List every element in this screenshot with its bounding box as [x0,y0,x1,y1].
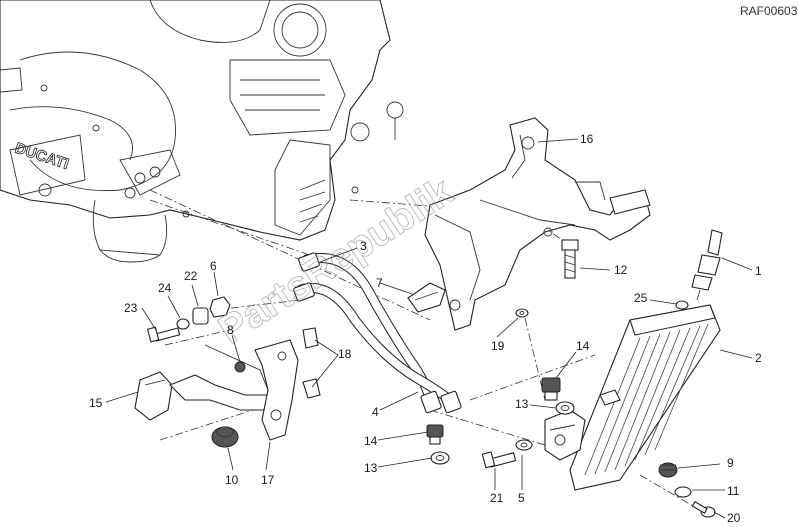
callout-5: 5 [518,491,525,505]
callout-3: 3 [360,239,367,253]
callout-12: 12 [614,263,628,277]
callout-25: 25 [634,291,648,305]
spacer-22 [192,307,209,325]
lower-bracket-assembly [134,327,321,448]
hose-fitting-left [426,424,450,465]
callout-24: 24 [158,281,172,295]
callout-2: 2 [755,351,762,365]
oil-hoses [293,252,462,414]
callout-9: 9 [727,456,734,470]
hose-fitting-right [541,377,575,415]
engine-block: DUCATI [0,0,404,263]
bolt-23 [146,326,181,343]
washer-24 [176,318,190,330]
callout-15: 15 [89,396,103,410]
oil-cooler-bracket [424,117,651,331]
callout-20: 20 [727,511,741,525]
callout-11: 11 [727,484,740,498]
diagram-code: RAF00603 [740,4,798,18]
oil-cooler-radiator [544,304,721,491]
screw-20 [691,501,716,518]
rubber-grommet-9 [658,462,678,478]
bolt-21 [481,451,517,469]
callout-13-left: 13 [364,461,378,475]
washer-5 [515,439,533,451]
callout-19: 19 [491,339,505,353]
nut-6 [209,296,231,318]
leader-lines [105,138,753,519]
callout-10: 10 [225,473,239,487]
callout-4: 4 [372,405,379,419]
callout-labels: 1 2 3 4 5 6 7 8 9 10 11 12 13 13 14 14 1… [89,132,762,525]
washer-11 [674,486,692,498]
washer-25 [675,300,689,310]
callout-13-right: 13 [515,397,529,411]
callout-8: 8 [227,323,234,337]
callout-14-right: 14 [576,339,590,353]
callout-6: 6 [210,259,217,273]
callout-16: 16 [580,132,594,146]
callout-1: 1 [755,264,762,278]
temperature-sensor [691,229,723,301]
callout-18: 18 [338,347,352,361]
callout-22: 22 [184,269,198,283]
bolt-12 [561,239,579,279]
callout-14-left: 14 [364,434,378,448]
callout-7: 7 [376,276,383,290]
washer-19 [515,308,529,318]
callout-17: 17 [261,473,275,487]
clamp-7 [407,282,446,313]
callout-21: 21 [490,491,504,505]
callout-23: 23 [124,301,138,315]
